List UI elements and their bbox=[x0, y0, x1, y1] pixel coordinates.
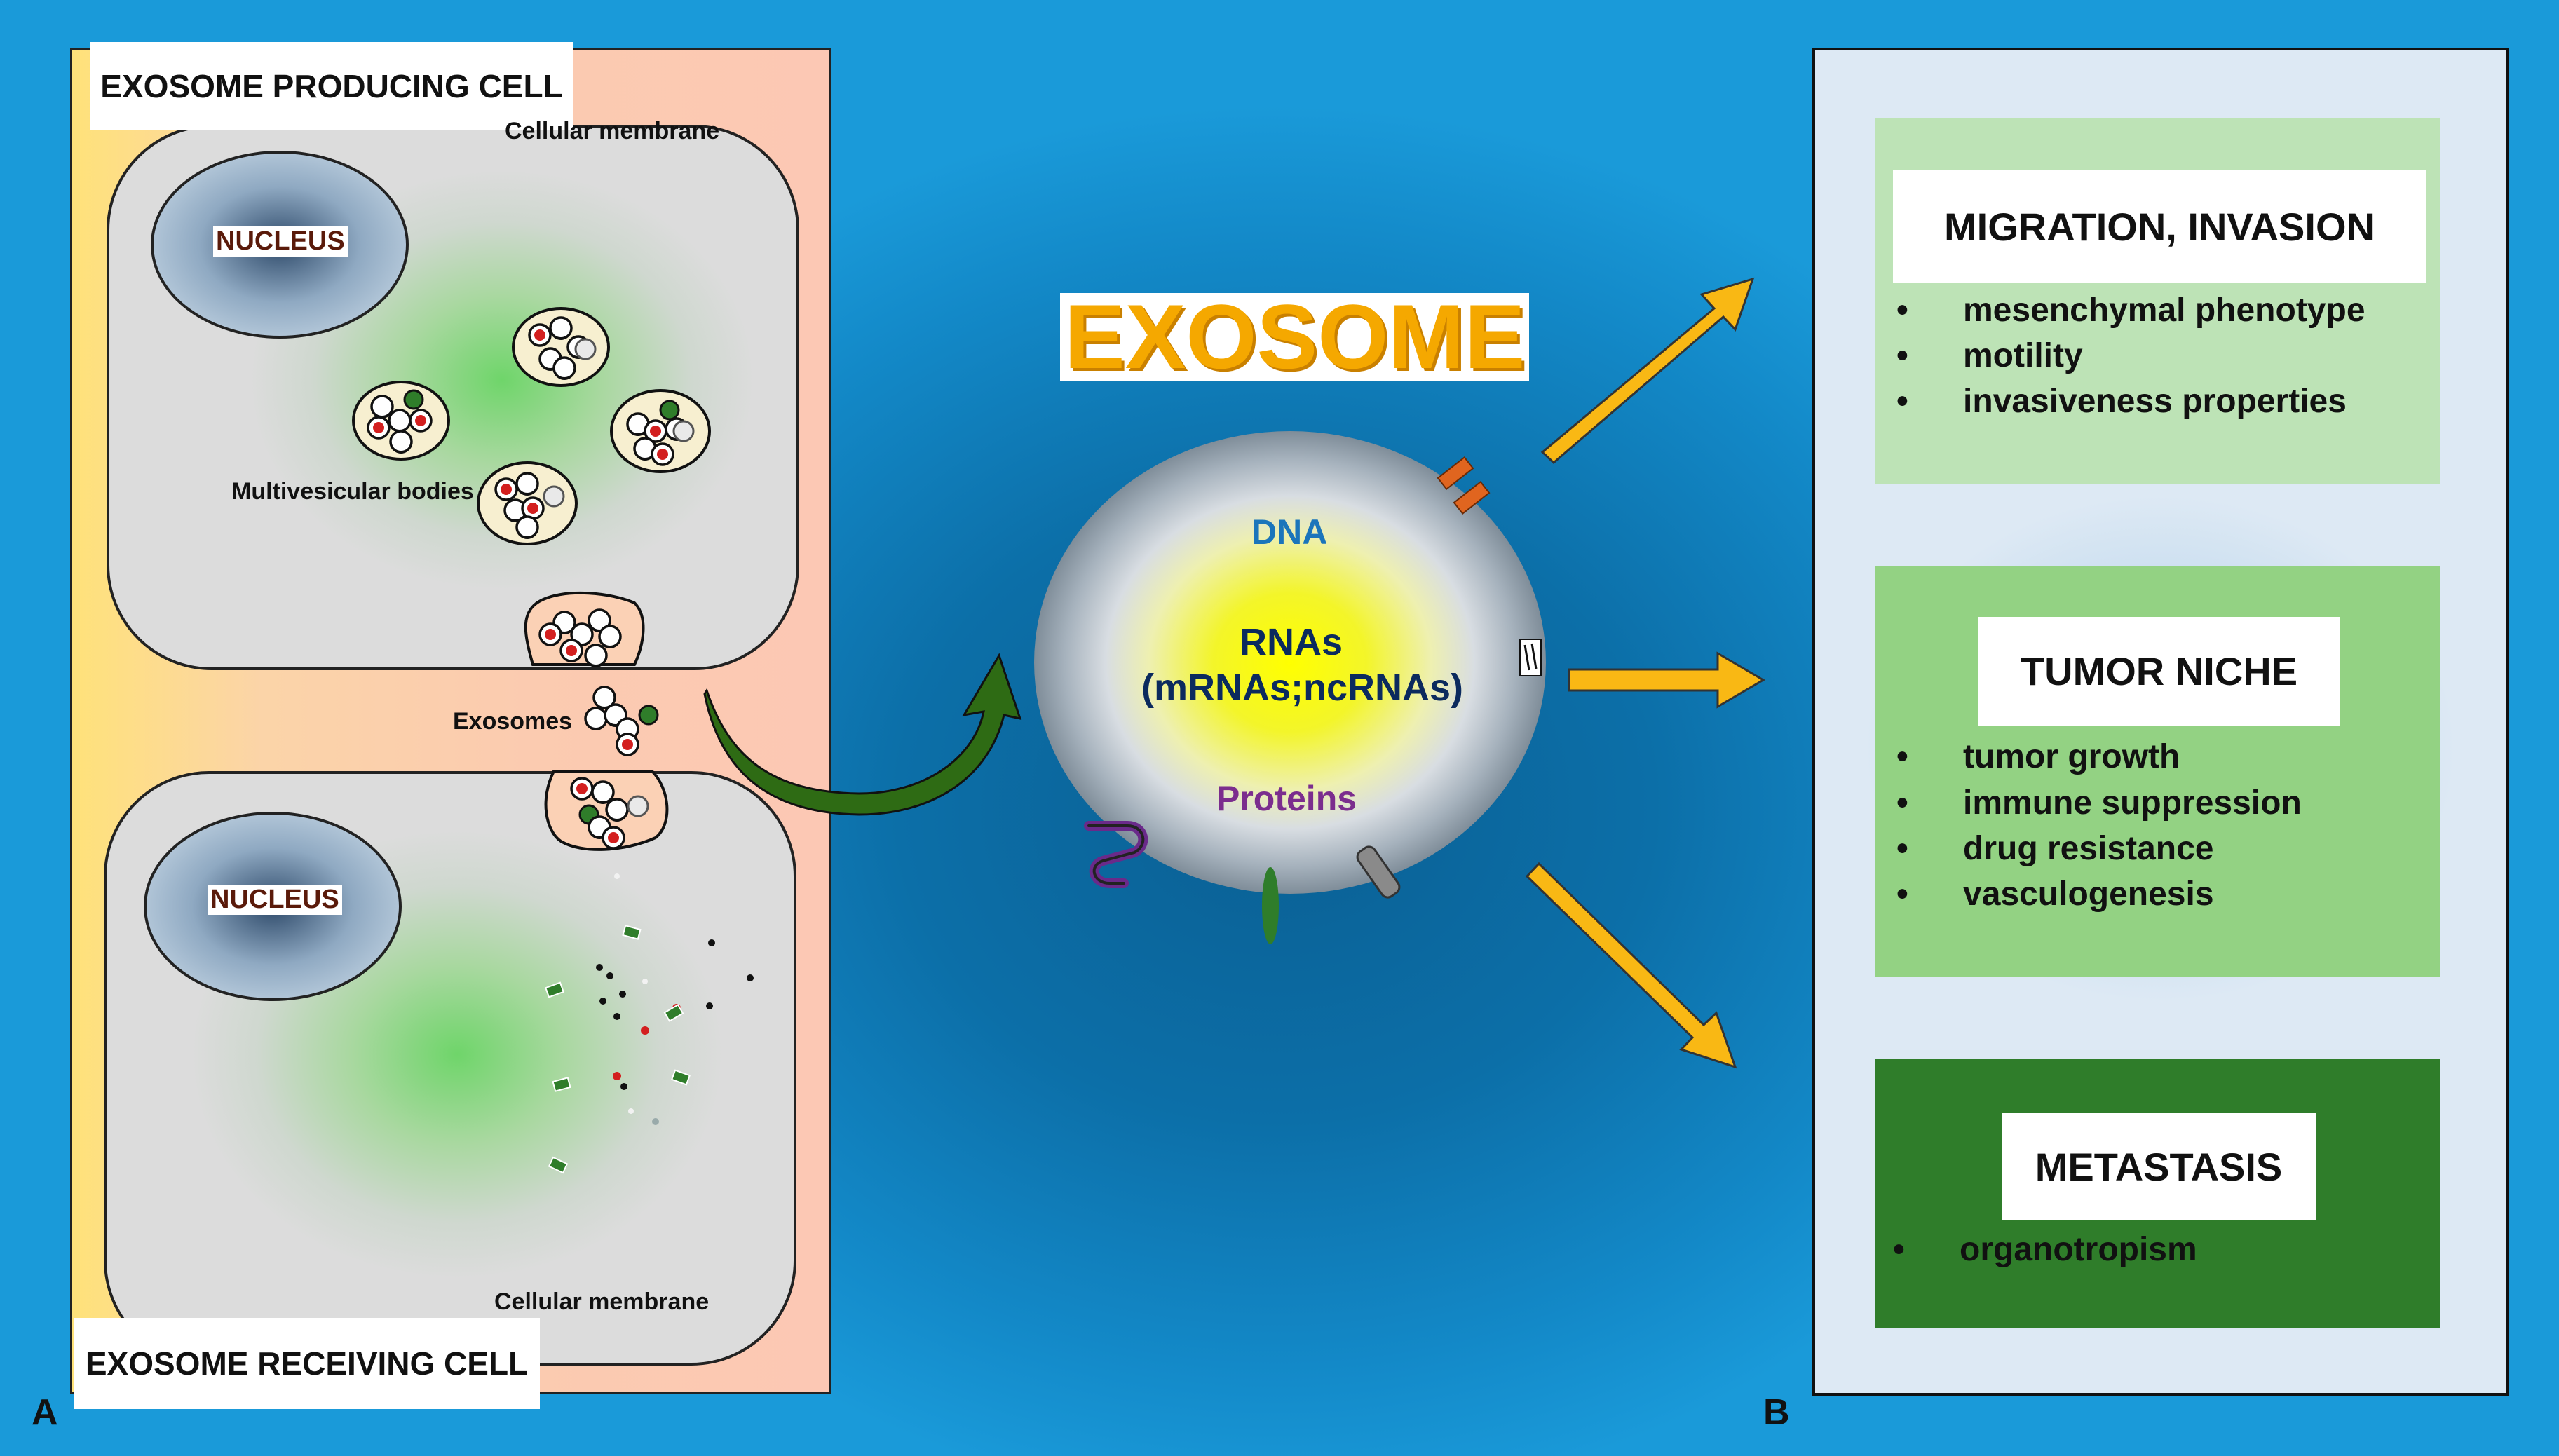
rnas-sub-label: (mRNAs;ncRNAs) bbox=[1141, 667, 1464, 709]
arrow-to-niche bbox=[1568, 651, 1765, 709]
panel-a-letter: A bbox=[32, 1392, 58, 1433]
producing-cell-title: EXOSOME PRODUCING CELL bbox=[90, 42, 573, 130]
migration-title: MIGRATION, INVASION bbox=[1893, 170, 2426, 283]
exosome-title: EXOSOME bbox=[1060, 291, 1530, 382]
membrane-label-bottom: Cellular membrane bbox=[494, 1288, 710, 1315]
dna-label: DNA bbox=[1251, 512, 1328, 552]
mvb-label: Multivesicular bodies bbox=[231, 478, 474, 505]
tumor-niche-item: •tumor growth bbox=[1896, 738, 2180, 775]
arrow-to-metastasis bbox=[1525, 862, 1737, 1069]
released-cargo bbox=[544, 873, 754, 1174]
tumor-niche-item: •drug resistance bbox=[1896, 830, 2214, 867]
proteins-label: Proteins bbox=[1216, 779, 1357, 818]
migration-item: •mesenchymal phenotype bbox=[1896, 292, 2365, 329]
metastasis-title: METASTASIS bbox=[2002, 1113, 2316, 1220]
exosomes-label: Exosomes bbox=[453, 708, 573, 735]
mvb-1 bbox=[512, 307, 610, 387]
tumor-niche-item: •immune suppression bbox=[1896, 784, 2302, 822]
arrow-to-migration bbox=[1540, 277, 1755, 465]
free-exosomes bbox=[584, 686, 659, 756]
tumor-niche-title: TUMOR NICHE bbox=[1978, 617, 2340, 726]
rnas-label: RNAs bbox=[1240, 621, 1343, 663]
membrane-label-top: Cellular membrane bbox=[505, 118, 720, 144]
mvb-4 bbox=[477, 461, 578, 545]
budding-exosome bbox=[524, 591, 645, 669]
entering-exosome bbox=[544, 770, 669, 851]
nucleus-label-bottom: NUCLEUS bbox=[208, 885, 342, 915]
migration-item: •motility bbox=[1896, 337, 2083, 374]
panel-b-letter: B bbox=[1763, 1392, 1790, 1433]
exosome-particle bbox=[1034, 431, 1546, 944]
receiving-cell-title: EXOSOME RECEIVING CELL bbox=[74, 1318, 540, 1409]
transfer-arrow bbox=[703, 653, 1022, 816]
migration-item: •invasiveness properties bbox=[1896, 383, 2347, 420]
metastasis-item: •organotropism bbox=[1893, 1231, 2197, 1268]
mvb-2 bbox=[352, 381, 450, 461]
mvb-3 bbox=[610, 389, 711, 473]
tumor-niche-item: •vasculogenesis bbox=[1896, 876, 2214, 913]
nucleus-label-top: NUCLEUS bbox=[213, 226, 348, 257]
